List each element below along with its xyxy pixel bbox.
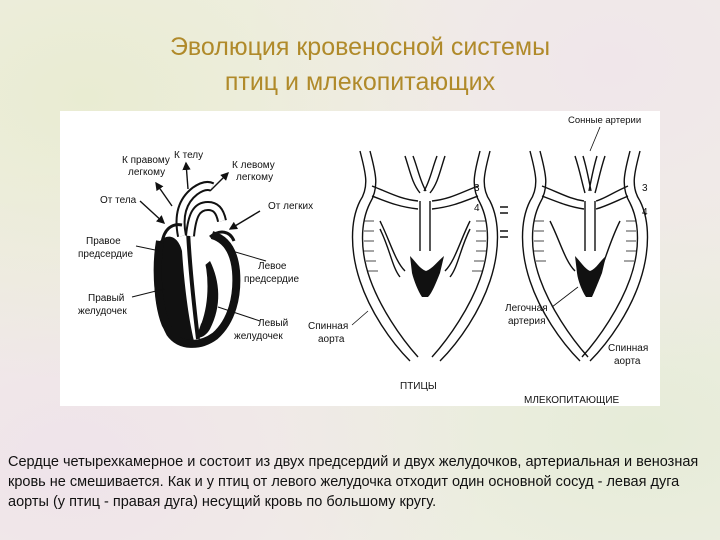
label-to-body: К телу xyxy=(174,150,203,161)
diagram-figure: К правому легкому К телу К левому легком… xyxy=(60,111,660,406)
label-left-ventricle: Левый xyxy=(258,318,288,329)
label-left-ventricle-2: желудочек xyxy=(234,331,283,342)
label-from-body: От тела xyxy=(100,195,137,206)
label-carotid: Сонные артерии xyxy=(568,115,641,126)
label-right-ventricle: Правый xyxy=(88,293,124,304)
title-line-2: птиц и млекопитающих xyxy=(0,65,720,100)
label-left-lung-2: легкому xyxy=(236,172,273,183)
label-birds: ПТИЦЫ xyxy=(400,381,437,392)
label-pulmonary: Легочная xyxy=(505,303,548,314)
label-pulmonary-2: артерия xyxy=(508,316,546,327)
label-left-lung: К левому xyxy=(232,160,275,171)
label-right-atrium: Правое xyxy=(86,236,121,247)
label-right-lung-2: легкому xyxy=(128,167,165,178)
mammal-label-3: 3 xyxy=(642,183,648,194)
label-from-lungs: От легких xyxy=(268,201,313,212)
label-right-lung: К правому xyxy=(122,155,170,166)
bird-label-4: 4 xyxy=(474,203,480,214)
bird-arches xyxy=(353,151,509,361)
label-dorsal-aorta-2: аорта xyxy=(318,334,345,345)
mammal-label-4: 4 xyxy=(642,207,648,218)
label-dorsal-aorta: Спинная xyxy=(308,321,348,332)
caption-text: Сердце четырехкамерное и состоит из двух… xyxy=(8,452,708,512)
bird-heart-base xyxy=(410,256,444,297)
mammal-heart-base xyxy=(575,256,606,297)
label-mammals: МЛЕКОПИТАЮЩИЕ xyxy=(524,395,620,406)
circulation-diagram: К правому легкому К телу К левому легком… xyxy=(60,111,660,406)
title-line-1: Эволюция кровеносной системы xyxy=(0,30,720,65)
label-right-atrium-2: предсердие xyxy=(78,249,133,260)
left-heart-wall xyxy=(196,261,218,338)
label-left-atrium: Левое xyxy=(258,261,287,272)
slide-title: Эволюция кровеносной системы птиц и млек… xyxy=(0,30,720,100)
mammal-arches xyxy=(523,151,648,361)
caption-paragraph: Сердце четырехкамерное и состоит из двух… xyxy=(8,452,708,512)
label-dorsal-aorta-b-2: аорта xyxy=(614,356,641,367)
label-dorsal-aorta-b: Спинная xyxy=(608,343,648,354)
bird-label-3: 3 xyxy=(474,183,480,194)
label-left-atrium-2: предсердие xyxy=(244,274,299,285)
heart-illustration: К правому легкому К телу К левому легком… xyxy=(78,150,313,344)
label-right-ventricle-2: желудочек xyxy=(78,306,127,317)
